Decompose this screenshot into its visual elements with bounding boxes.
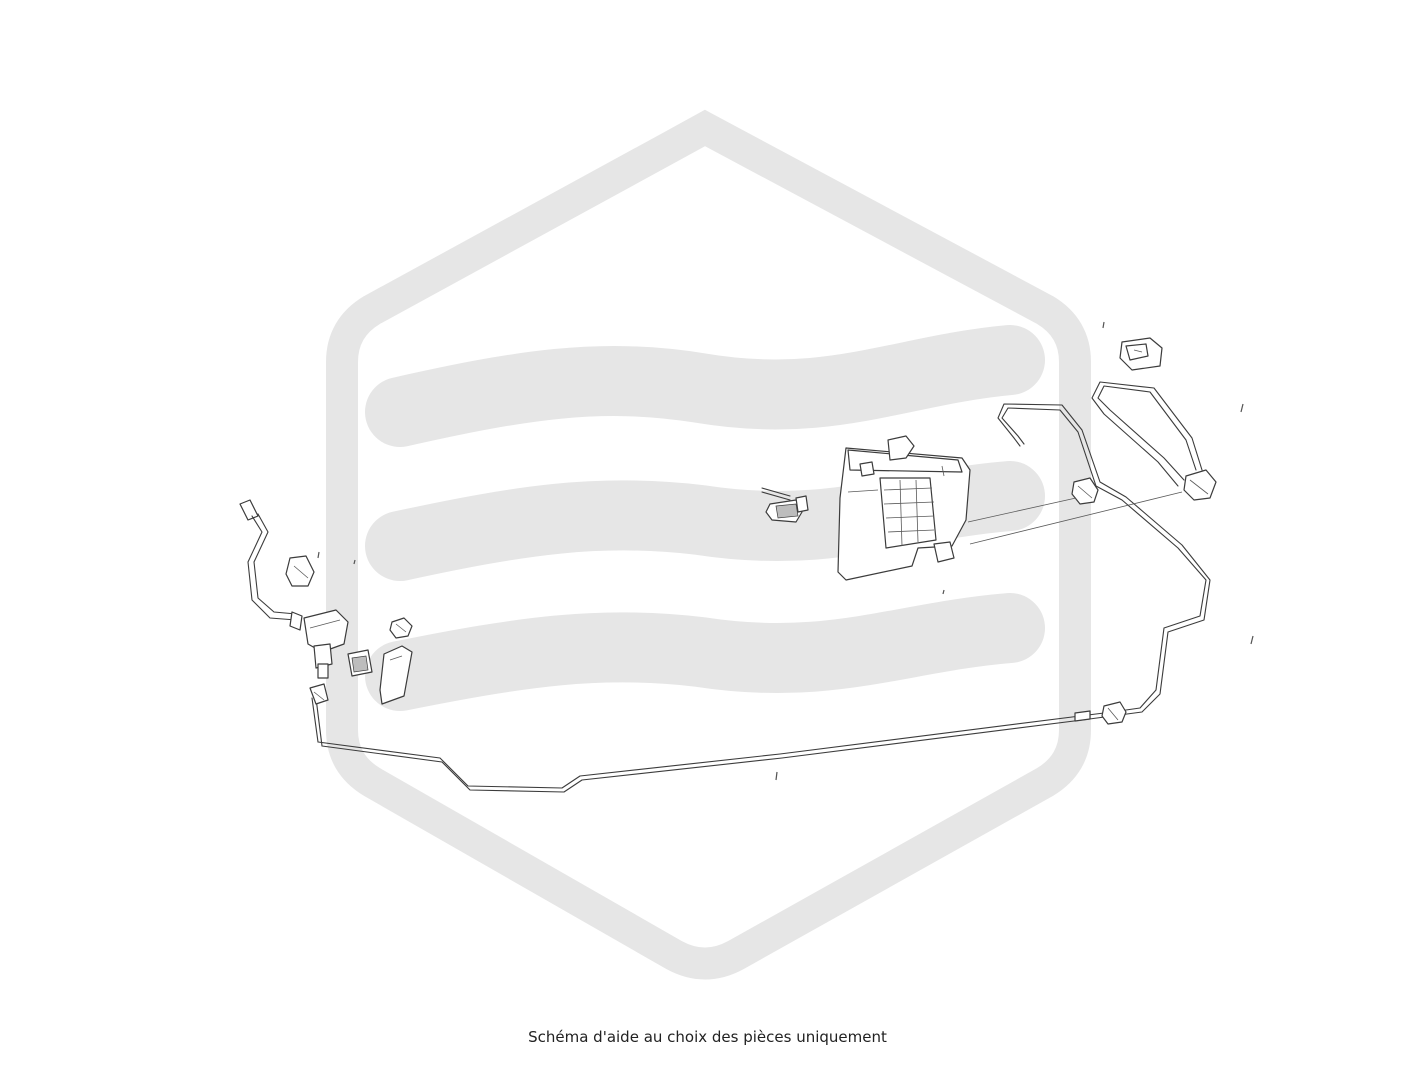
watermark-wave-top <box>365 325 1045 447</box>
lower-right-connector <box>1101 701 1127 725</box>
left-hose <box>239 499 303 631</box>
callout-ticks <box>317 321 1254 781</box>
brand-watermark <box>326 109 1091 980</box>
right-vapor-line <box>997 403 1211 717</box>
left-line-connector <box>309 683 329 705</box>
leader-lines <box>967 491 1183 545</box>
heat-shield <box>285 555 315 587</box>
diagram-caption: Schéma d'aide au choix des pièces unique… <box>528 1028 887 1046</box>
clip <box>347 649 373 677</box>
fuel-vapor-line <box>311 697 1113 793</box>
canister-vent-hose <box>1091 381 1217 501</box>
charcoal-canister <box>837 435 971 581</box>
watermark-hexagon <box>326 109 1091 980</box>
purge-valve <box>303 609 349 679</box>
watermark-wave-bottom <box>365 593 1045 711</box>
shield-plate <box>379 645 413 705</box>
bracket <box>1119 337 1163 371</box>
small-hose-assembly <box>761 487 809 523</box>
filter-connector <box>1071 477 1099 505</box>
nut <box>389 617 413 639</box>
